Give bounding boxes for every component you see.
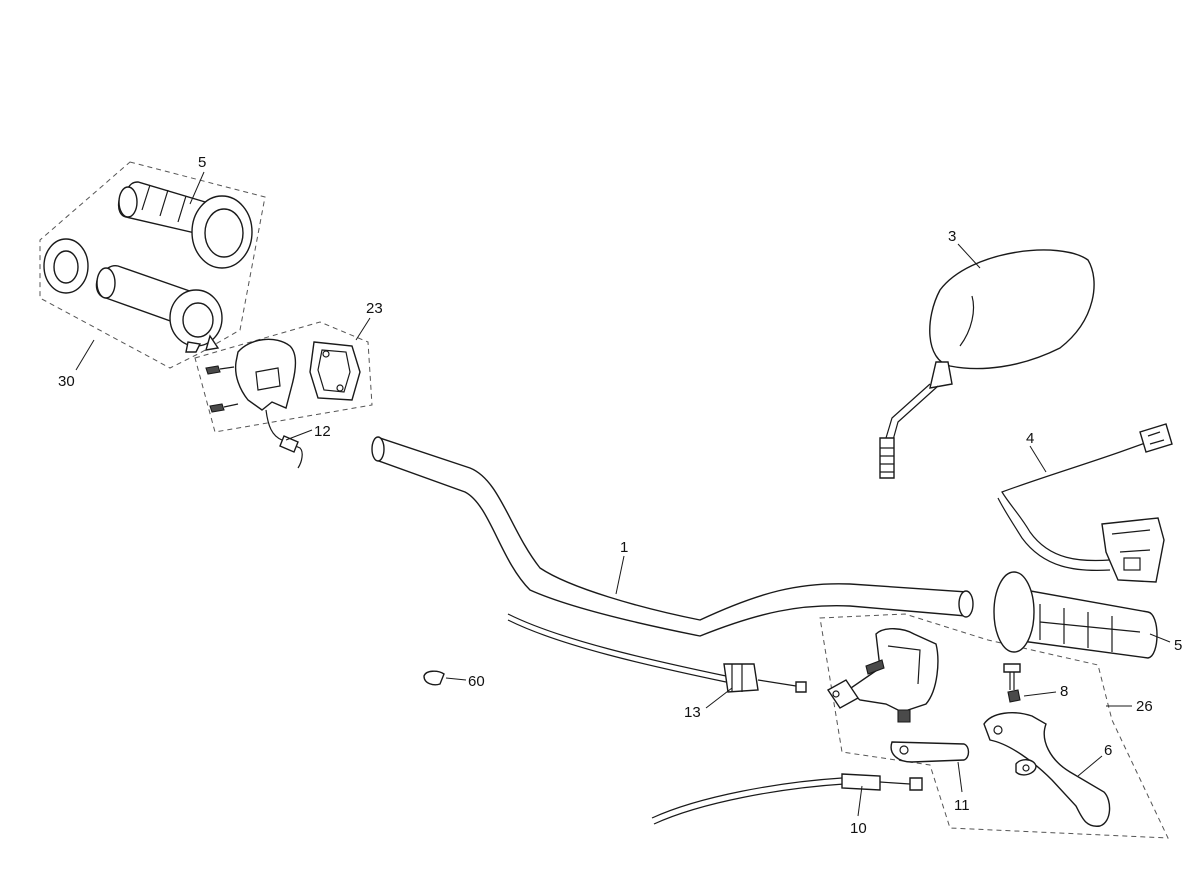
wiring-harness[interactable] [997,423,1173,583]
callout-label-spring: 8 [1060,683,1068,700]
throttle-kit[interactable] [43,238,223,353]
callout-label-harness: 4 [1026,430,1034,447]
callout-label-lever-assembly: 26 [1136,698,1153,715]
callout-label-switch-housing: 23 [366,300,383,317]
leader-lines [75,171,1171,817]
lever-small[interactable] [890,741,970,763]
mirror[interactable] [879,249,1095,479]
callout-label-lever: 6 [1104,742,1112,759]
callout-label-grip-left: 5 [198,154,206,171]
handlebar[interactable] [371,436,974,637]
callout-label-wire: 12 [314,423,331,440]
cable-upper[interactable] [507,613,807,693]
callout-label-bar: 1 [620,539,628,556]
callout-label-mirror: 3 [948,228,956,245]
clip[interactable] [423,670,445,686]
callout-label-cable-lower: 10 [850,820,867,837]
wire[interactable] [265,409,303,469]
switch-housing-boundary [194,321,373,433]
grip-right[interactable] [993,571,1158,659]
callout-labels: 1 3 4 5 5 6 8 10 11 12 13 26 23 30 60 [58,154,1182,837]
cable-lower[interactable] [651,773,923,825]
callout-label-lever-small: 11 [954,797,970,814]
callout-label-cable-upper: 13 [684,704,701,721]
callout-label-throttle-kit: 30 [58,373,75,390]
lever-bracket[interactable] [826,628,939,723]
lever-assembly-boundary [819,613,1169,839]
spring[interactable] [1003,663,1021,703]
throttle-kit-boundary [39,161,266,369]
callout-label-grip-right: 5 [1174,637,1182,654]
callout-label-clip: 60 [468,673,485,690]
lever[interactable] [983,712,1111,827]
grip-left[interactable] [118,181,253,269]
switch-housing[interactable] [205,338,361,413]
